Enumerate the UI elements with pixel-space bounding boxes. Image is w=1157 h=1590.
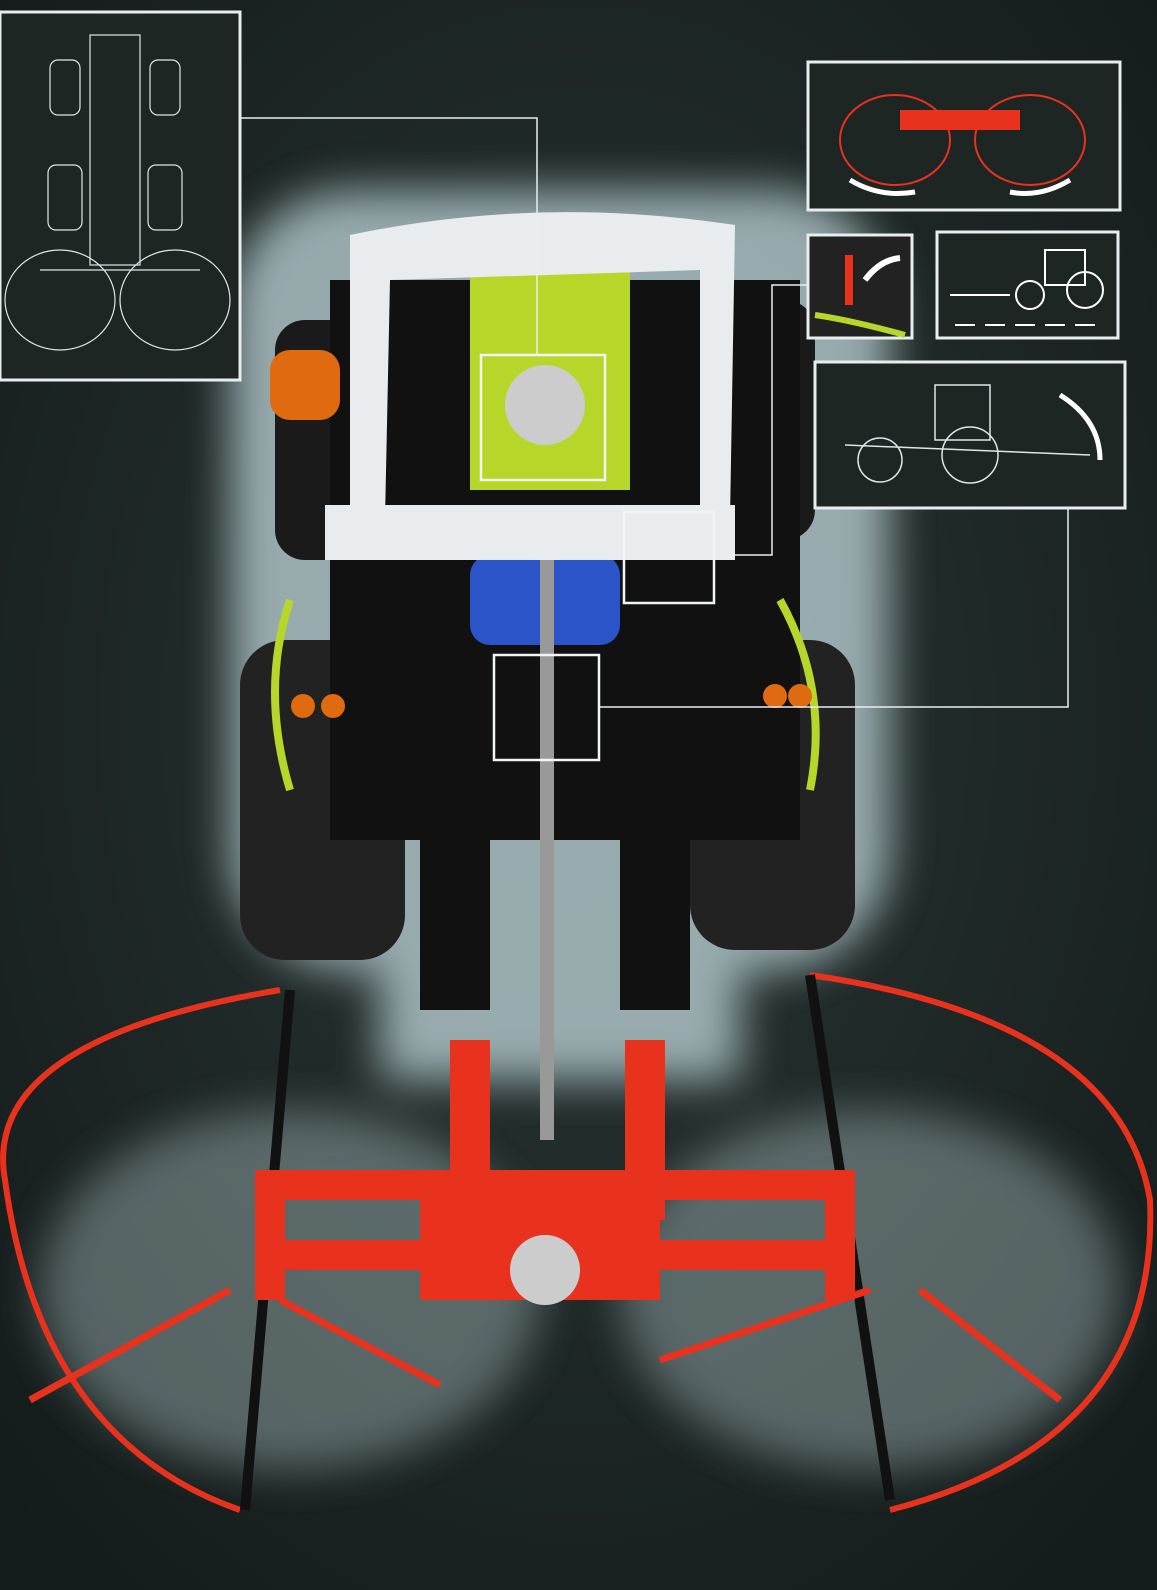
highlight-gear-drive bbox=[479, 353, 607, 482]
rotate-arrows-icon bbox=[839, 94, 1086, 196]
roll-bar bbox=[350, 212, 735, 520]
forward-arrows-icon bbox=[950, 249, 1104, 326]
inset-tractor-forward-motion bbox=[935, 230, 1120, 340]
rotor-rake bbox=[0, 972, 1154, 1513]
lever-arrow-icon bbox=[814, 255, 906, 338]
highlight-drive-shaft-gear bbox=[492, 653, 601, 762]
tractor bbox=[240, 212, 855, 1140]
lift-arrow-icon bbox=[844, 384, 1103, 484]
inset-rotor-lift bbox=[813, 360, 1127, 510]
blueprint-top-view-icon bbox=[4, 34, 231, 351]
beacon bbox=[270, 350, 340, 420]
inset-lever-closeup bbox=[806, 233, 914, 340]
drive-shaft bbox=[540, 560, 554, 1140]
highlight-lever-mechanism bbox=[622, 510, 716, 605]
gear bbox=[505, 365, 585, 445]
inset-rotor-rotation bbox=[806, 60, 1122, 212]
front-beam bbox=[325, 505, 735, 560]
inset-top-view-blueprint bbox=[0, 10, 242, 382]
callout-lines bbox=[240, 117, 1069, 708]
highlight-boxes bbox=[479, 353, 716, 762]
